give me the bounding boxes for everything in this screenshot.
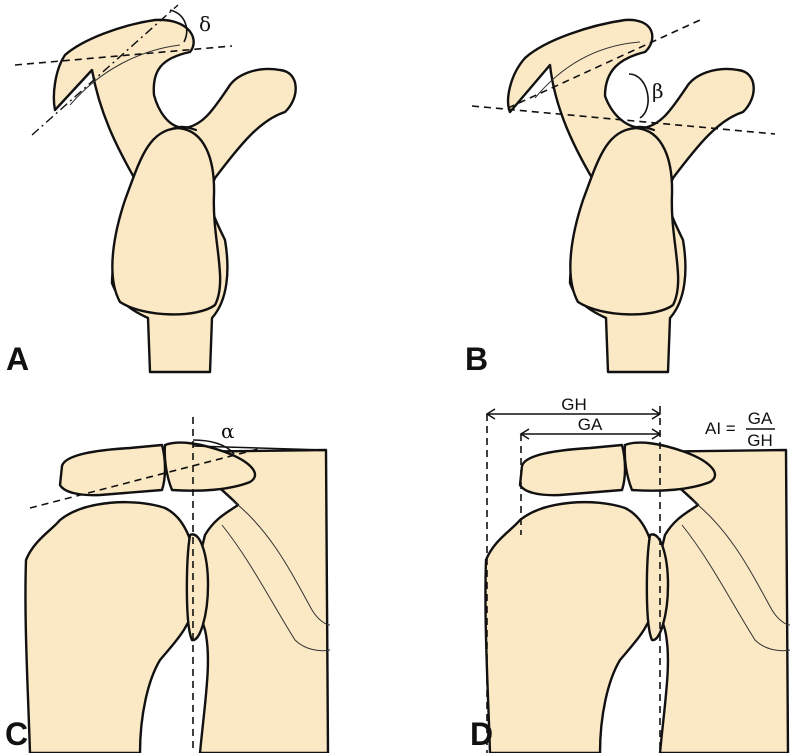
humeral-head-a [111, 126, 222, 316]
gh-arrowheads [485, 408, 662, 420]
formula-lhs: AI = [705, 419, 736, 438]
panel-label-c: C [5, 716, 28, 752]
acromion-c [163, 441, 257, 492]
panel-d: GH GA AI = GA GH D [470, 395, 791, 753]
clavicle-c [58, 443, 167, 497]
angle-label-delta: δ [199, 12, 211, 36]
panel-b: β B [465, 18, 776, 377]
humeral-head-b [569, 126, 680, 316]
humeral-head-c [24, 500, 198, 753]
ga-label: GA [578, 415, 603, 434]
glenoid-line-b [471, 105, 776, 135]
gh-label: GH [561, 395, 587, 414]
spine-line-a [31, 4, 179, 136]
glenoid-rim-b [631, 125, 656, 132]
acromion-d [623, 441, 717, 492]
panel-label-a: A [6, 341, 29, 377]
formula-denominator: GH [747, 431, 773, 450]
acromion-contour-a [69, 44, 181, 106]
panel-label-d: D [470, 716, 493, 752]
reference-line-c [192, 445, 326, 451]
acromion-line-c [29, 447, 263, 509]
scapula-contour-d-1 [691, 499, 791, 626]
angle-label-beta: β [652, 79, 664, 103]
angle-arc-b [628, 73, 649, 119]
ga-arrowheads [519, 428, 662, 440]
acromion-line-a [14, 45, 233, 66]
glenoid-c [185, 533, 210, 642]
angle-arc-c [192, 439, 235, 455]
glenoid-rim-a [173, 125, 198, 132]
angle-arc-a [169, 9, 188, 43]
glenoid-d [645, 533, 670, 642]
scapula-contour-c-2 [221, 524, 331, 652]
scapula-contour-d-2 [681, 524, 791, 652]
angle-label-alpha: α [221, 419, 235, 443]
panel-label-b: B [465, 341, 488, 377]
panel-a: δ A [6, 4, 297, 377]
panel-c: α C [5, 417, 331, 753]
scapula-contour-c-1 [231, 499, 331, 626]
acromion-contour-b [534, 41, 641, 99]
humeral-head-d [484, 500, 658, 753]
formula-numerator: GA [748, 409, 773, 428]
clavicle-d [518, 443, 627, 497]
